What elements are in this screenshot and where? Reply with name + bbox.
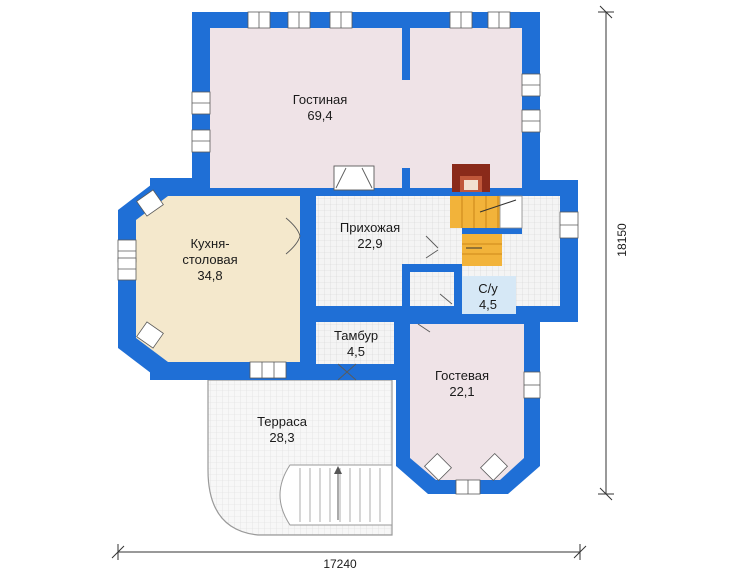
room-area-hall: 22,9 (357, 236, 382, 251)
room-name-wc: С/у (478, 281, 498, 296)
hall-floor (316, 196, 560, 306)
dimension-width-label: 17240 (323, 557, 357, 571)
room-name-kitchen: Кухня- (190, 236, 229, 251)
room-area-terrace: 28,3 (269, 430, 294, 445)
dimension-width (111, 544, 587, 560)
room-area-living: 69,4 (307, 108, 332, 123)
room-area-vestibule: 4,5 (347, 344, 365, 359)
windows (117, 11, 579, 495)
wc-floor (460, 276, 516, 316)
staircase (450, 195, 523, 266)
room-name-kitchen-2: столовая (182, 252, 237, 267)
room-name-living: Гостиная (293, 92, 348, 107)
room-area-guest: 22,1 (449, 384, 474, 399)
room-area-wc: 4,5 (479, 297, 497, 312)
room-name-terrace: Терраса (257, 414, 308, 429)
fireplace (452, 164, 490, 192)
terrace (207, 379, 393, 536)
dimension-height-label: 18150 (615, 223, 629, 257)
guest-room-floor (410, 324, 524, 480)
room-area-kitchen: 34,8 (197, 268, 222, 283)
doors (285, 165, 453, 381)
living-room-floor (210, 28, 522, 188)
interior-walls (300, 28, 524, 324)
vestibule-floor (316, 322, 394, 364)
room-name-vestibule: Тамбур (334, 328, 378, 343)
room-name-guest: Гостевая (435, 368, 489, 383)
room-name-hall: Прихожая (340, 220, 400, 235)
room-labels: Гостиная 69,4 Кухня- столовая 34,8 Прихо… (182, 92, 498, 445)
dimension-height (598, 5, 614, 501)
kitchen-floor (136, 196, 300, 362)
